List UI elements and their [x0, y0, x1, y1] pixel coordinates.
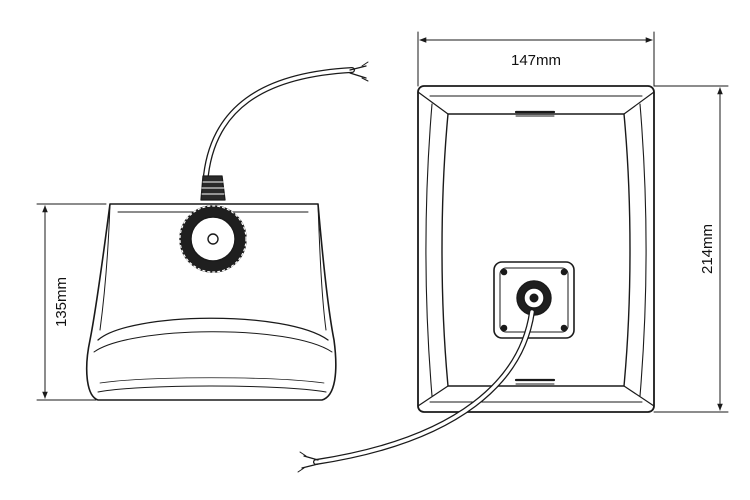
terminal-connector: [516, 280, 552, 316]
depth-label: 135mm: [53, 277, 70, 327]
strain-relief: [200, 175, 226, 201]
front-body: [417, 85, 655, 413]
width-dimension: [417, 31, 655, 87]
front-view: [297, 85, 655, 473]
width-label: 147mm: [511, 52, 561, 69]
depth-dimension: [36, 203, 107, 401]
side-dial: [179, 205, 247, 273]
side-cable: [203, 61, 369, 178]
side-view: [85, 61, 369, 401]
height-dimension: [653, 85, 729, 413]
vent-slots: [514, 110, 556, 385]
side-body: [85, 203, 337, 401]
height-label: 214mm: [699, 224, 716, 274]
front-cable: [297, 309, 535, 473]
